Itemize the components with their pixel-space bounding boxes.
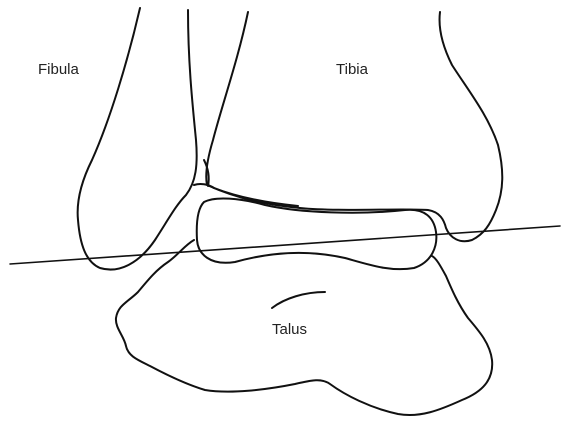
- tibia-label: Tibia: [336, 61, 369, 78]
- tibia-outline: [206, 12, 502, 241]
- talus-label: Talus: [272, 321, 307, 338]
- tibia-articular-line: [194, 184, 298, 206]
- talus-inner-curve: [272, 292, 325, 308]
- fibula-outline: [78, 8, 197, 270]
- fibula-label: Fibula: [38, 61, 80, 78]
- joint-reference-line: [10, 226, 560, 264]
